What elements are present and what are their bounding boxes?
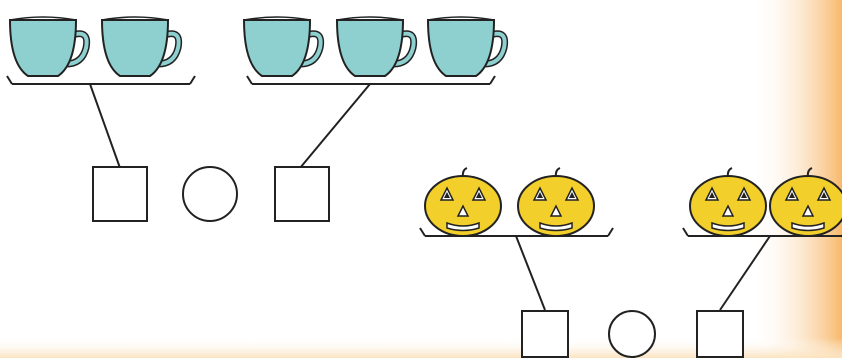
answer-circle[interactable] — [182, 166, 238, 222]
jack-o-lantern-icon — [689, 167, 767, 237]
tray-right-pumpkins — [682, 227, 842, 237]
cup-icon — [335, 16, 418, 77]
tray-left-cups — [6, 75, 196, 85]
connector-line — [89, 83, 121, 169]
answer-box[interactable] — [274, 166, 330, 222]
cup-icon — [8, 16, 91, 77]
connector-line — [299, 83, 371, 169]
answer-circle[interactable] — [608, 310, 656, 358]
cup-icon — [100, 16, 183, 77]
connector-line — [719, 235, 771, 311]
answer-box[interactable] — [521, 310, 569, 358]
jack-o-lantern-icon — [517, 167, 595, 237]
tray-right-cups — [246, 75, 496, 85]
connector-line — [515, 235, 546, 311]
cup-icon — [242, 16, 325, 77]
answer-box[interactable] — [92, 166, 148, 222]
cup-icon — [426, 16, 509, 77]
answer-box[interactable] — [696, 310, 744, 358]
jack-o-lantern-icon — [769, 167, 842, 237]
